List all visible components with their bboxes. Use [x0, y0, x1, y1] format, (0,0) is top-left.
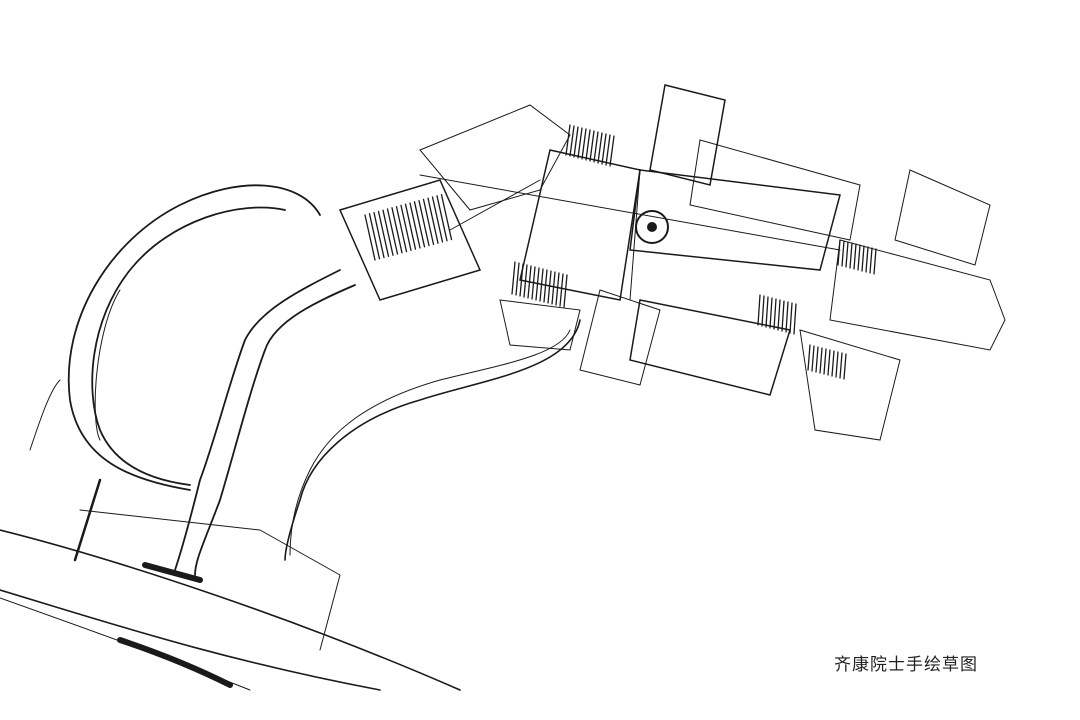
stair-line	[511, 261, 516, 295]
road	[0, 529, 461, 691]
stair-line	[565, 124, 571, 156]
stair-line	[773, 298, 777, 330]
stair-line	[839, 352, 843, 379]
stair-line	[605, 134, 611, 166]
stair-line	[841, 240, 845, 267]
stair-line	[861, 245, 865, 272]
stair-line	[793, 303, 797, 335]
stair-line	[781, 300, 785, 332]
stair-line	[404, 203, 417, 250]
building-complex	[338, 84, 1006, 441]
stair-line	[418, 199, 430, 247]
stair-line	[431, 196, 444, 243]
stair-line	[601, 133, 607, 165]
stair-line	[761, 295, 765, 327]
stair-line	[865, 246, 869, 273]
stair-line	[807, 344, 811, 371]
stair-line	[597, 132, 603, 164]
stair-line	[382, 209, 394, 256]
stair-line	[853, 243, 857, 270]
stair-line	[835, 351, 839, 378]
stair-line	[765, 296, 769, 328]
stair-line	[873, 248, 877, 275]
stair-line	[757, 294, 761, 326]
stair-line	[581, 128, 587, 160]
stair-line	[849, 242, 853, 269]
stair-line	[573, 126, 579, 158]
stair-line	[409, 202, 421, 249]
stair-line	[373, 211, 385, 259]
stair-line	[593, 131, 599, 163]
stair-line	[436, 195, 448, 242]
sketch-caption: 齐康院士手绘草图	[834, 655, 978, 675]
stair-line	[857, 244, 861, 271]
stair-line	[422, 198, 435, 246]
stair-line	[531, 266, 536, 300]
stair-line	[777, 299, 781, 331]
stair-line	[823, 348, 827, 375]
curved-walkway	[284, 319, 581, 561]
stair-line	[609, 135, 615, 167]
stair-line	[519, 263, 524, 297]
stair-line	[543, 269, 548, 303]
stair-line	[577, 127, 583, 159]
stair-line	[585, 129, 591, 161]
stair-line	[515, 262, 520, 296]
stair-line	[837, 239, 841, 266]
stair-line	[769, 297, 773, 329]
stair-line	[563, 274, 568, 308]
stair-line	[559, 273, 564, 307]
stair-line	[789, 302, 793, 334]
stair-line	[413, 201, 426, 248]
stair-line	[827, 349, 831, 376]
stair-line	[368, 213, 381, 260]
stair-line	[569, 125, 575, 157]
loop-path	[29, 184, 356, 651]
stair-line	[395, 205, 408, 253]
stair-line	[845, 241, 849, 268]
stair-line	[364, 214, 376, 261]
stair-line	[785, 301, 789, 333]
stair-line	[386, 208, 399, 255]
stair-line	[391, 207, 403, 254]
stair-line	[811, 345, 815, 372]
stair-line	[539, 268, 544, 302]
stair-line	[427, 197, 439, 244]
stair-line	[440, 193, 453, 241]
stair-line	[831, 350, 835, 377]
stair-line	[815, 346, 819, 373]
stair-line	[551, 271, 556, 305]
stair-line	[535, 267, 540, 301]
stair-line	[843, 353, 847, 380]
stair-line	[377, 210, 390, 258]
stair-line	[819, 347, 823, 374]
stair-hatching	[364, 124, 877, 380]
stair-line	[400, 204, 412, 252]
stair-line	[589, 130, 595, 162]
stair-line	[869, 247, 873, 274]
stair-line	[547, 270, 552, 304]
stair-line	[527, 265, 532, 299]
stair-line	[555, 272, 560, 306]
stair-line	[523, 264, 528, 298]
